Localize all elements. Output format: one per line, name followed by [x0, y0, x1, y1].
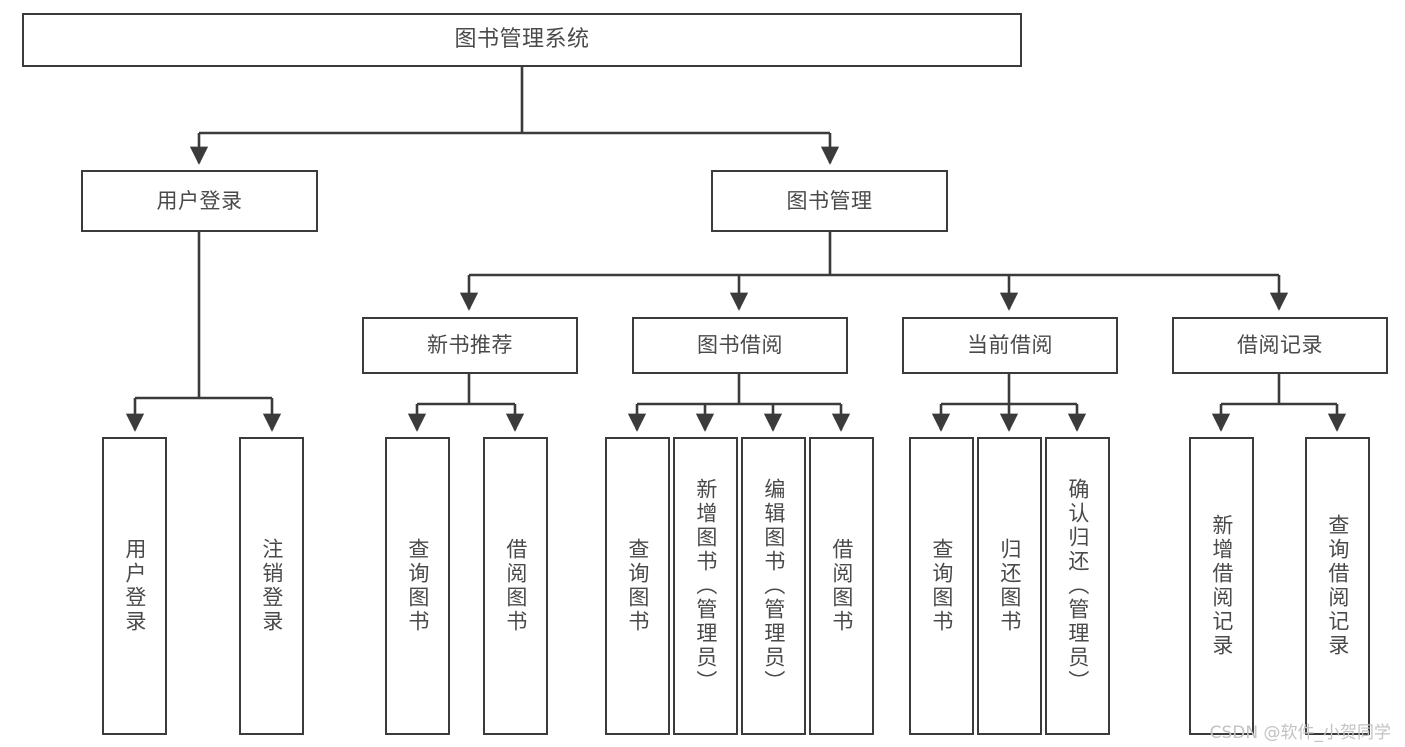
node-root-label: 图书管理系统	[454, 27, 590, 53]
node-leaf-query-book-3-label: 查询图书	[929, 538, 954, 634]
watermark-text: CSDN @软件_小贺同学	[1209, 723, 1391, 743]
node-book-borrow-label: 图书借阅	[697, 333, 783, 358]
node-leaf-edit-book[interactable]: 编辑图书（管理员）	[741, 437, 806, 735]
node-book-borrow[interactable]: 图书借阅	[632, 317, 848, 374]
node-current-borrow-label: 当前借阅	[967, 333, 1053, 358]
node-leaf-add-book-label: 新增图书（管理员）	[693, 478, 718, 694]
node-leaf-query-book-1[interactable]: 查询图书	[385, 437, 450, 735]
node-new-book-rec-label: 新书推荐	[427, 333, 513, 358]
node-leaf-return-book[interactable]: 归还图书	[977, 437, 1042, 735]
node-leaf-add-book[interactable]: 新增图书（管理员）	[673, 437, 738, 735]
node-leaf-query-book-2[interactable]: 查询图书	[605, 437, 670, 735]
node-leaf-edit-book-label: 编辑图书（管理员）	[761, 478, 786, 694]
node-leaf-add-record[interactable]: 新增借阅记录	[1189, 437, 1254, 735]
node-leaf-borrow-book-1[interactable]: 借阅图书	[483, 437, 548, 735]
node-leaf-logout-label: 注销登录	[259, 538, 284, 634]
node-book-manage[interactable]: 图书管理	[711, 170, 948, 232]
node-leaf-query-book-1-label: 查询图书	[405, 538, 430, 634]
node-borrow-record-label: 借阅记录	[1237, 333, 1323, 358]
node-leaf-user-login-label: 用户登录	[122, 538, 147, 634]
node-leaf-borrow-book-2-label: 借阅图书	[829, 538, 854, 634]
node-current-borrow[interactable]: 当前借阅	[902, 317, 1118, 374]
node-leaf-return-book-label: 归还图书	[997, 538, 1022, 634]
node-user-login-label: 用户登录	[156, 188, 243, 213]
node-leaf-user-login[interactable]: 用户登录	[102, 437, 167, 735]
node-borrow-record[interactable]: 借阅记录	[1172, 317, 1388, 374]
node-leaf-query-record-label: 查询借阅记录	[1325, 514, 1350, 658]
node-leaf-borrow-book-1-label: 借阅图书	[503, 538, 528, 634]
node-root[interactable]: 图书管理系统	[22, 13, 1022, 67]
node-leaf-add-record-label: 新增借阅记录	[1209, 514, 1234, 658]
node-leaf-query-book-3[interactable]: 查询图书	[909, 437, 974, 735]
node-new-book-rec[interactable]: 新书推荐	[362, 317, 578, 374]
node-leaf-query-book-2-label: 查询图书	[625, 538, 650, 634]
node-leaf-confirm-return-label: 确认归还（管理员）	[1065, 478, 1090, 694]
node-leaf-query-record[interactable]: 查询借阅记录	[1305, 437, 1370, 735]
node-leaf-confirm-return[interactable]: 确认归还（管理员）	[1045, 437, 1110, 735]
node-book-manage-label: 图书管理	[786, 188, 873, 213]
node-user-login[interactable]: 用户登录	[81, 170, 318, 232]
node-leaf-borrow-book-2[interactable]: 借阅图书	[809, 437, 874, 735]
node-leaf-logout[interactable]: 注销登录	[239, 437, 304, 735]
